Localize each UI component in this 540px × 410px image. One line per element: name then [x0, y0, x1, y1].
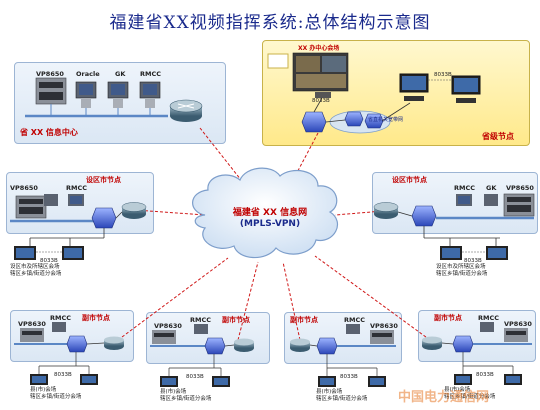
sub-node-label: 副市节点	[434, 314, 462, 322]
sub-node-codec: 8033B	[54, 372, 72, 378]
sub-node-label: 副市节点	[82, 314, 110, 322]
watermark: 中国电力通信网	[398, 390, 490, 405]
sub-node-label: 副市节点	[290, 316, 318, 324]
sub-node-codec: 8033B	[340, 374, 358, 380]
city-left-device: VP8650	[10, 184, 38, 192]
wan-links	[117, 127, 431, 341]
sub-node-caption-2: 辖区乡镇/街道分会场	[444, 394, 496, 400]
sub-node-device: RMCC	[190, 316, 212, 324]
city-right-caption-1: 设区市及所辖区会场	[436, 264, 486, 270]
city-left-internals	[10, 194, 147, 260]
sub-node-device: VP8630	[504, 320, 532, 328]
sub-node-codec: 8033B	[186, 374, 204, 380]
province-internals	[267, 52, 481, 134]
sub-node-caption-2: 辖区乡镇/街道分会场	[30, 394, 82, 400]
info-center-label: 省 XX 信息中心	[20, 128, 78, 137]
city-right-device: VP8650	[506, 184, 534, 192]
sub-node-device: VP8630	[370, 322, 398, 330]
province-codec: 8033B	[312, 98, 330, 104]
info-device-label: GK	[115, 70, 126, 78]
sub-node-2-internals	[150, 324, 254, 387]
sub-node-caption-2: 辖区乡镇/街道分会场	[160, 396, 212, 402]
city-right-label: 设区市节点	[392, 176, 427, 184]
link-city-left	[134, 209, 206, 216]
sub-node-device: RMCC	[478, 314, 500, 322]
cloud-name: 福建省 XX 信息网	[232, 208, 308, 218]
router-icon	[169, 99, 203, 122]
sub-node-device: RMCC	[344, 316, 366, 324]
city-right-codec: 8033B	[464, 258, 482, 264]
page-title: 福建省XX视频指挥系统:总体结构示意图	[109, 13, 431, 33]
province-venue: XX 办中心会场	[298, 45, 340, 52]
link-sub-2	[237, 261, 259, 341]
sub-node-label: 副市节点	[222, 316, 250, 324]
city-left-caption-1: 设区市及所辖区会场	[10, 264, 60, 270]
cloud-sub: (MPLS-VPN)	[239, 219, 301, 229]
sub-node-caption-1: 县(市)会场	[30, 387, 57, 393]
sub-node-1-internals	[14, 322, 124, 385]
sub-node-caption-1: 县(市)会场	[316, 389, 343, 395]
info-center-devices	[35, 77, 161, 116]
link-sub-1	[117, 257, 229, 341]
city-right-internals	[373, 193, 535, 260]
sub-node-caption-1: 县(市)会场	[444, 387, 471, 393]
province-label: 省级节点	[482, 132, 514, 141]
sub-node-3-internals	[290, 324, 396, 387]
city-left-label: 设区市节点	[86, 176, 121, 184]
city-left-caption-2: 辖区乡镇/街道分会场	[10, 271, 62, 277]
city-left-device: RMCC	[66, 184, 88, 192]
info-device-label: RMCC	[140, 70, 162, 78]
link-sub-3	[282, 261, 301, 341]
sub-node-device: RMCC	[50, 314, 72, 322]
province-network: 省直机关宽带网	[368, 117, 404, 123]
info-device-label: VP8650	[36, 70, 64, 78]
mpls-cloud	[192, 167, 338, 259]
city-right-device: RMCC	[454, 184, 476, 192]
sub-node-caption-2: 辖区乡镇/街道分会场	[316, 396, 368, 402]
sub-node-4-internals	[422, 322, 532, 385]
info-device-label: Oracle	[76, 70, 100, 78]
city-right-caption-2: 辖区乡镇/街道分会场	[436, 271, 488, 277]
sub-node-device: VP8630	[18, 320, 46, 328]
link-sub-4	[314, 255, 431, 341]
sub-node-caption-1: 县(市)会场	[160, 389, 187, 395]
city-left-codec: 8033B	[40, 258, 58, 264]
sub-node-device: VP8630	[154, 322, 182, 330]
link-info-center	[199, 127, 246, 186]
city-right-device: GK	[486, 184, 497, 192]
province-peer-codec: 8033B	[434, 72, 452, 78]
sub-node-codec: 8033B	[476, 372, 494, 378]
